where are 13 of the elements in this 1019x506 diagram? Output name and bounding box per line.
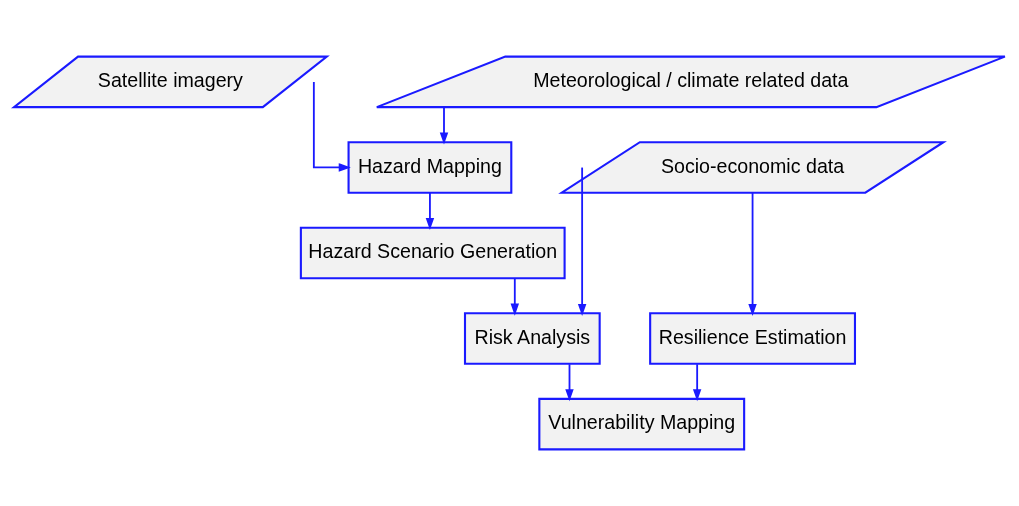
arrow <box>577 166 587 317</box>
arrow <box>510 277 520 316</box>
node-box: Resilience Estimation <box>649 312 856 365</box>
node-box: Risk Analysis <box>463 312 601 365</box>
arrow <box>565 363 574 402</box>
node-box: Vulnerability Mapping <box>538 397 746 451</box>
arrow <box>692 363 702 402</box>
arrow <box>425 192 435 231</box>
arrow <box>748 191 757 316</box>
node-box: Hazard Mapping <box>347 141 513 194</box>
arrow <box>439 106 449 145</box>
node-box: Hazard Scenario Generation <box>299 226 566 280</box>
arrow <box>312 81 351 172</box>
